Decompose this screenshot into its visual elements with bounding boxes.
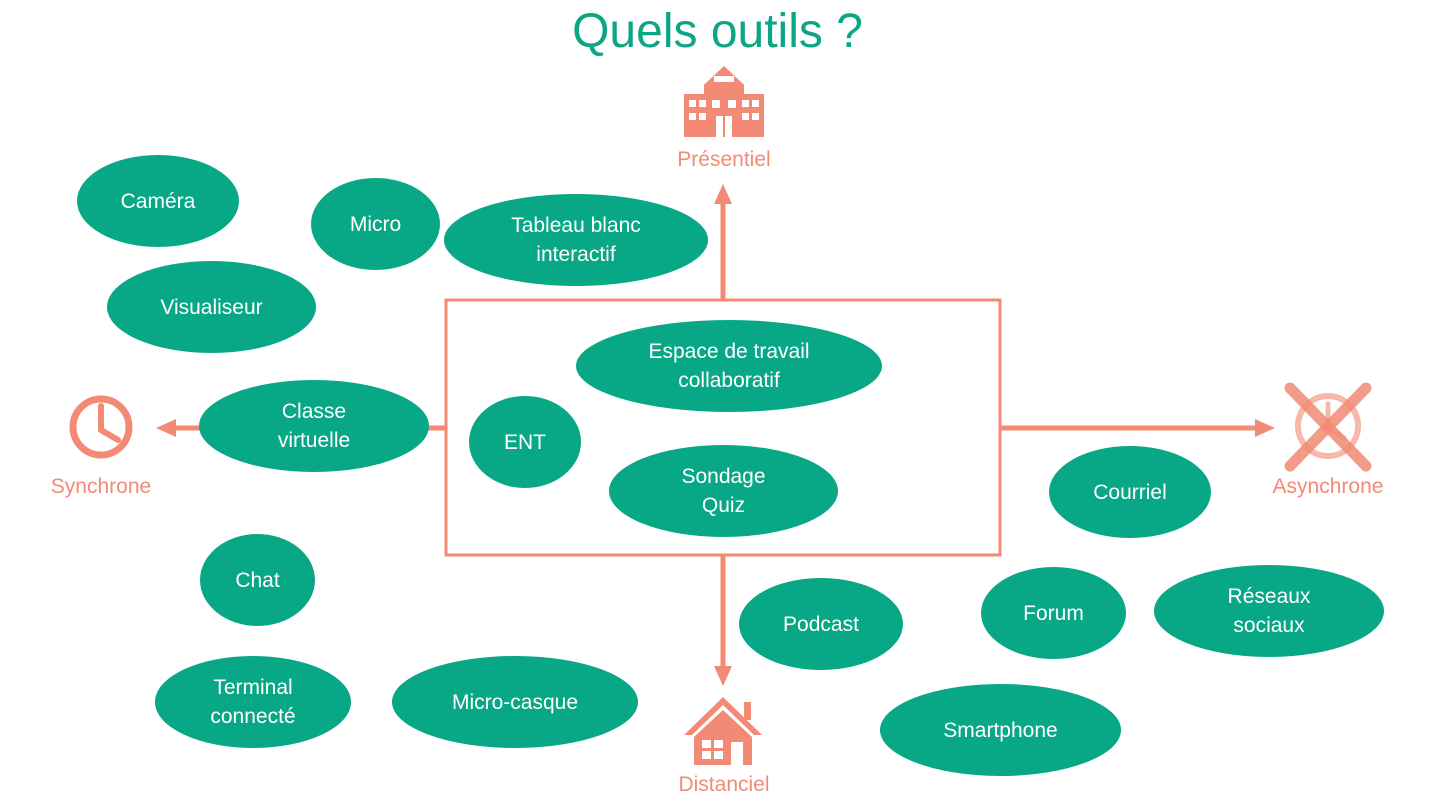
label-presentiel: Présentiel [677,148,771,171]
bubble-podcast: Podcast [739,578,903,670]
bubble-camera: Caméra [77,155,239,247]
bubble-forum: Forum [981,567,1126,659]
house-icon [684,697,762,765]
arrow-right-head [1255,419,1275,437]
label-asynchrone: Asynchrone [1272,475,1384,498]
bubble-courriel: Courriel [1049,446,1211,538]
bubble-micro-casque: Micro-casque [392,656,638,748]
bubble-espace-travail: Espace de travail collaboratif [576,320,882,412]
label-distanciel: Distanciel [678,773,770,796]
bubble-tableau-blanc: Tableau blanc interactif [444,194,708,286]
bubble-visualiseur: Visualiseur [107,261,316,353]
bubble-terminal-connecte: Terminal connecté [155,656,351,748]
clock-icon [69,395,133,459]
arrow-up-head [714,184,732,204]
arrow-left-head [156,419,176,437]
page-title: Quels outils ? [572,5,863,58]
label-synchrone: Synchrone [50,475,152,498]
bubble-classe-virtuelle: Classe virtuelle [199,380,429,472]
school-building-icon [684,66,764,137]
arrow-down-head [714,666,732,686]
bubble-chat: Chat [200,534,315,626]
bubble-micro: Micro [311,178,440,270]
crossed-clock-icon [1284,382,1372,472]
bubble-reseaux-sociaux: Réseaux sociaux [1154,565,1384,657]
bubble-ent: ENT [469,396,581,488]
bubble-smartphone: Smartphone [880,684,1121,776]
bubble-sondage-quiz: Sondage Quiz [609,445,838,537]
